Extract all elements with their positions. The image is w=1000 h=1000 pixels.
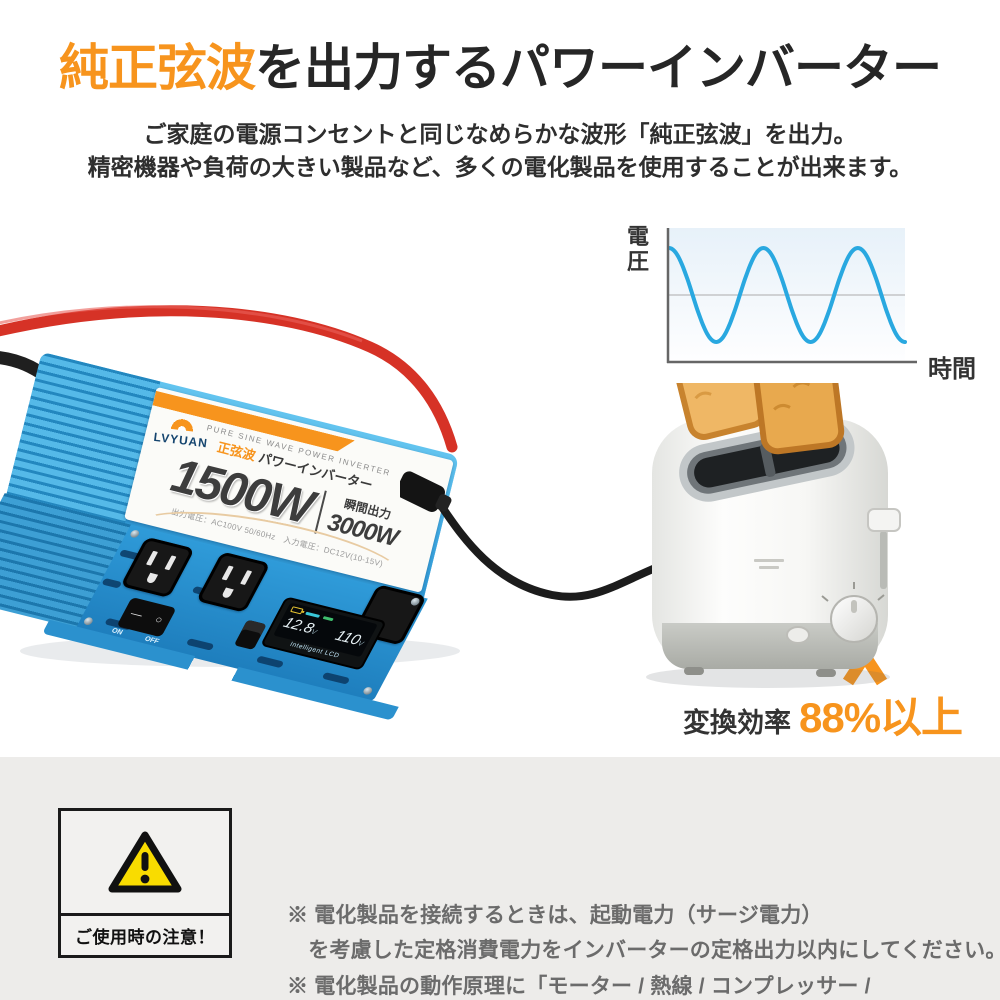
toaster-base [662,623,878,669]
brand-name: LVYUAN [152,429,209,451]
lever-track [880,531,887,589]
red-battery-cable [0,305,458,453]
title-highlight: 純正弦波 [59,40,256,96]
chart-x-axis-label: 時間 [928,356,976,383]
outlet-slot [145,550,159,566]
knob-ticks [821,582,885,602]
caution-note-line: ※ 電化製品の動作原理に「モーター / 熱線 / コンプレッサー / [287,974,871,998]
mini-switch [233,619,267,650]
toaster-shadow [646,666,890,688]
screw [361,686,374,696]
efficiency-value: 88%以上 [799,694,963,741]
outlet-slot [164,555,177,571]
knob-marker [851,600,857,613]
appliance-cable-svg [400,471,709,601]
caution-notes: ※ 電化製品を接続するときは、起動電力（サージ電力） を考慮した定格消費電力をイ… [287,791,1000,1000]
ac-outlet-1 [120,536,195,598]
caution-section: ご使用時の注意！ ※ 電化製品を接続するときは、起動電力（サージ電力） を考慮し… [0,757,1000,1000]
outlet-slot [221,565,234,581]
battery-icon [290,606,304,615]
ac-outlet-2 [195,551,271,613]
lcd-indicator [305,611,321,618]
efficiency-label: 変換効率 [683,708,791,738]
lcd-indicator [322,615,334,621]
toaster-foot [684,667,704,675]
sine-wave-chart-svg [666,228,917,364]
vent-slot [321,671,351,685]
caution-card-top [61,811,229,913]
toaster-lever [867,508,901,532]
cancel-button [786,626,810,644]
subtitle-line: ご家庭の電源コンセントと同じなめらかな波形「純正弦波」を出力。 [143,121,857,147]
vent-slot [185,638,215,651]
toast-slice-1 [668,383,768,440]
toaster-foot [816,669,836,677]
chart-y-axis-label: 電圧 [626,224,649,274]
warning-triangle-icon [108,831,182,893]
toaster-brand-mark [754,559,784,569]
toast-slice-2 [750,383,845,455]
page-title: 純正弦波を出力するパワーインバーター [0,28,1000,100]
caution-note-line: ※ 電化製品を接続するときは、起動電力（サージ電力） [287,903,823,927]
efficiency-callout: 変換効率 88%以上 [683,684,963,745]
outlet-ground-hole [221,587,234,599]
brand-logo: LVYUAN [153,415,211,452]
rocker-on-symbol: — [128,607,145,622]
screw [82,616,95,626]
caution-note-line: を考慮した定格消費電力をインバーターの定格出力以内にしてください。 [287,939,1000,962]
page-subtitle: ご家庭の電源コンセントと同じなめらかな波形「純正弦波」を出力。精密機器や負荷の大… [0,118,1000,184]
power-plug [400,471,452,512]
red-cable-highlight [0,305,363,343]
vent-slot [255,655,285,669]
toaster-power-cable [438,503,709,601]
rocker-off-symbol: ○ [152,613,165,627]
caution-card-label: ご使用時の注意！ [61,913,229,955]
sine-wave-line [667,245,907,345]
sine-wave-chart [615,222,995,392]
subtitle-line: 精密機器や負荷の大きい製品など、多くの電化製品を使用することが出来ます。 [87,154,913,180]
title-rest: を出力するパワーインバーター [255,40,942,96]
browning-knob [830,595,878,643]
outlet-slot [240,570,253,586]
caution-card: ご使用時の注意！ [58,808,232,958]
screw [128,529,141,539]
toaster [646,383,901,688]
label-divider [313,489,327,534]
vent-slot [101,577,123,589]
sun-icon [170,416,196,432]
power-rocker-switch: — ○ [116,597,177,638]
outlet-ground-hole [145,572,159,584]
